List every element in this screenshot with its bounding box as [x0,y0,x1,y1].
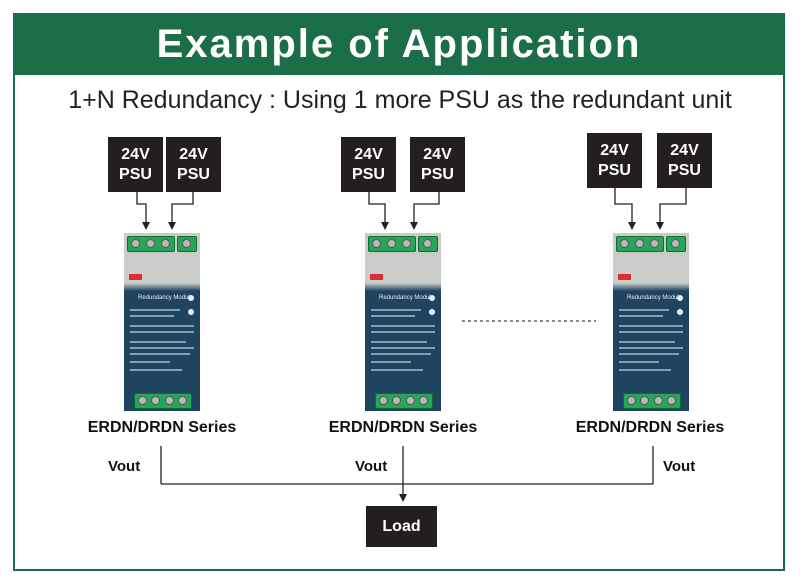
module-panel-title: Redundancy Module [379,295,435,301]
input-terminal [368,236,416,252]
redundancy-module: Redundancy Module [365,233,441,411]
psu-block: 24V PSU [587,133,642,188]
input-terminal [616,236,664,252]
psu-voltage: 24V [179,145,208,163]
psu-block: 24V PSU [108,137,163,192]
output-terminal [623,393,681,409]
redundancy-module: Redundancy Module [124,233,200,411]
title-banner: Example of Application [13,13,785,75]
led-indicator [429,309,435,315]
output-terminal [134,393,192,409]
led-indicator [188,309,194,315]
psu-wire [368,192,389,230]
psu-voltage: 24V [423,145,452,163]
psu-wire [614,188,636,230]
psu-voltage: 24V [121,145,150,163]
psu-block: 24V PSU [410,137,465,192]
vout-label: Vout [355,458,388,475]
module-panel-title: Redundancy Module [138,295,194,301]
redundancy-module: Redundancy Module [613,233,689,411]
module-series-label: ERDN/DRDN Series [328,419,478,436]
psu-label: PSU [119,165,152,183]
vout-label: Vout [108,458,141,475]
input-terminal [177,236,197,252]
module-panel-title: Redundancy Module [627,295,683,301]
psu-wire [656,188,687,230]
page-title: Example of Application [156,21,642,66]
input-terminal [127,236,175,252]
psu-voltage: 24V [670,141,699,159]
brand-logo [618,274,631,280]
psu-voltage: 24V [600,141,629,159]
module-series-label: ERDN/DRDN Series [87,419,237,436]
brand-logo [370,274,383,280]
psu-label: PSU [598,161,631,179]
psu-block: 24V PSU [166,137,221,192]
psu-label: PSU [352,165,385,183]
led-indicator [429,295,435,301]
psu-label: PSU [421,165,454,183]
psu-wire [168,192,194,230]
led-indicator [677,309,683,315]
psu-wire [136,192,150,230]
brand-logo [129,274,142,280]
psu-block: 24V PSU [657,133,712,188]
input-terminal [418,236,438,252]
load-label: Load [382,517,421,535]
output-terminal [375,393,433,409]
load-block: Load [366,506,437,547]
led-indicator [677,295,683,301]
vout-label: Vout [663,458,696,475]
psu-voltage: 24V [354,145,383,163]
led-indicator [188,295,194,301]
input-terminal [666,236,686,252]
diagram-subtitle: 1+N Redundancy : Using 1 more PSU as the… [68,86,732,114]
psu-label: PSU [177,165,210,183]
module-series-label: ERDN/DRDN Series [575,419,725,436]
psu-label: PSU [668,161,701,179]
psu-block: 24V PSU [341,137,396,192]
psu-wire [410,192,440,230]
